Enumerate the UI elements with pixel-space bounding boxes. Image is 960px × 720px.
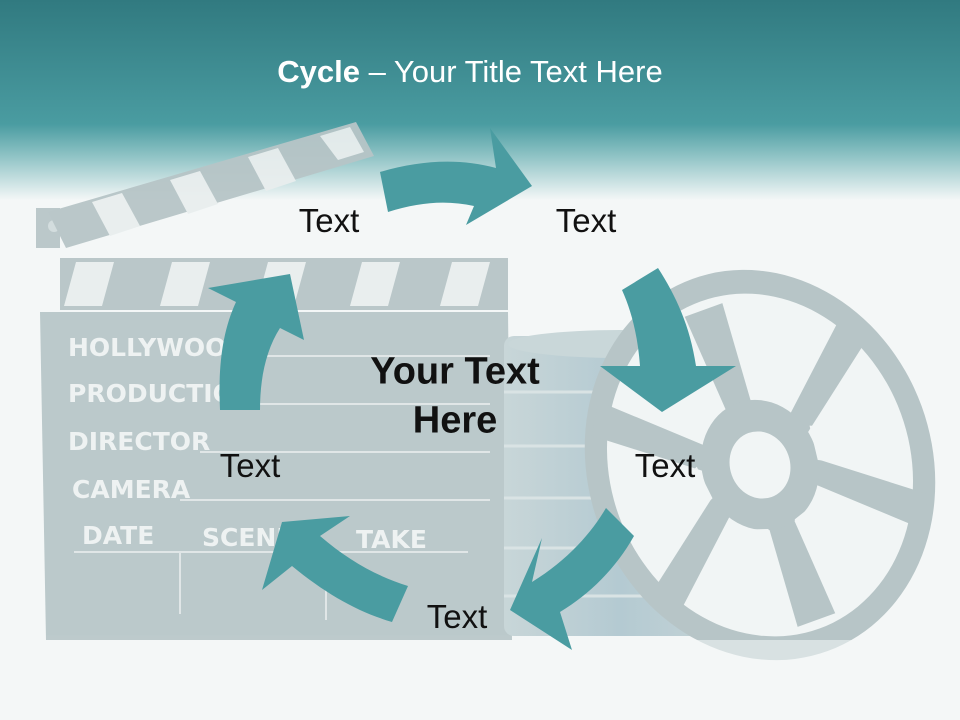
film-reel-image xyxy=(584,269,936,661)
cycle-arrow-4 xyxy=(262,516,408,622)
clapper-label-take: TAKE xyxy=(356,525,427,554)
center-text-line-2: Here xyxy=(412,399,498,441)
title-bold: Cycle xyxy=(277,54,360,89)
cycle-item-5-label: Text xyxy=(219,447,281,484)
cycle-arrow-5 xyxy=(208,274,304,410)
clapper-label-hollywood: HOLLYWOOD xyxy=(68,333,247,362)
center-text: Your Text Here xyxy=(325,347,585,444)
clapper-label-date: DATE xyxy=(82,521,154,550)
cycle-arrow-1 xyxy=(380,128,532,225)
clapper-label-director: DIRECTOR xyxy=(68,427,210,456)
clapper-label-camera: CAMERA xyxy=(72,475,191,504)
cycle-item-4-label: Text xyxy=(426,598,488,635)
cycle-arrow-2 xyxy=(600,268,736,412)
cycle-item-3-label: Text xyxy=(634,447,696,484)
title-rest: – Your Title Text Here xyxy=(360,54,663,89)
cycle-item-1-label: Text xyxy=(298,202,360,239)
cycle-arrow-3 xyxy=(510,508,634,650)
cycle-item-2-label: Text xyxy=(555,202,617,239)
center-text-line-1: Your Text xyxy=(370,350,540,393)
slide-title: Cycle – Your Title Text Here xyxy=(0,54,940,90)
